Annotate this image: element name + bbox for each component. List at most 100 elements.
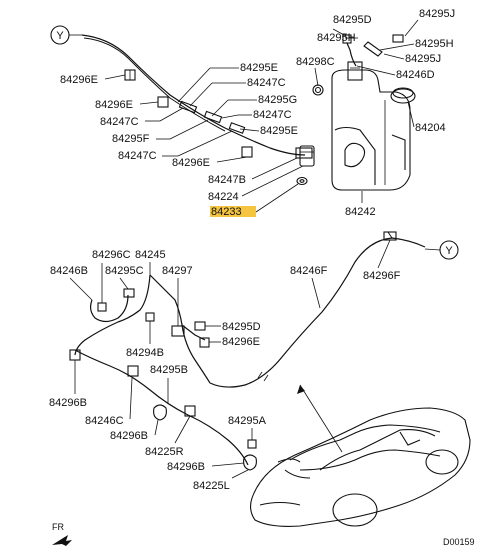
svg-text:84204: 84204: [415, 122, 446, 134]
label-84246D: 84246D: [356, 65, 435, 81]
svg-text:84295A: 84295A: [228, 415, 267, 427]
label-84246C: 84246C: [85, 377, 133, 427]
svg-text:84295B: 84295B: [150, 364, 188, 376]
label-84295C: 84295C: [101, 263, 144, 303]
label-84225R: 84225R: [145, 415, 191, 458]
svg-text:84296B: 84296B: [167, 461, 205, 473]
diagram-code: D00159: [443, 537, 475, 547]
svg-text:84295F: 84295F: [112, 133, 150, 145]
label-84296B-c: 84296B: [167, 461, 245, 473]
hose-clip-84296E-c: [241, 146, 253, 158]
svg-text:FR: FR: [52, 522, 64, 532]
check-valve-84247B: [295, 147, 313, 159]
label-84295B: 84295B: [150, 364, 188, 404]
svg-text:84225R: 84225R: [145, 446, 184, 458]
svg-text:84295E: 84295E: [260, 125, 298, 137]
nozzle-84225R: [153, 404, 167, 421]
svg-text:84233: 84233: [211, 206, 242, 218]
svg-text:84298C: 84298C: [296, 56, 335, 68]
svg-text:84295E: 84295E: [240, 62, 278, 74]
label-84295J: 84295J: [404, 8, 455, 37]
svg-text:84246C: 84246C: [85, 415, 124, 427]
level-sensor: [347, 61, 363, 81]
svg-text:84296F: 84296F: [363, 270, 401, 282]
clip-84295A: [247, 439, 257, 449]
label-84295G: 84295G: [211, 94, 297, 117]
svg-text:84247C: 84247C: [253, 109, 292, 121]
svg-text:84224: 84224: [208, 191, 239, 203]
label-84296B-a: 84296B: [49, 360, 87, 409]
svg-text:84246F: 84246F: [290, 265, 328, 277]
upper-washer-hose: [81, 34, 306, 156]
svg-text:84296B: 84296B: [49, 397, 87, 409]
hose-clip-84296E-b: [157, 96, 169, 108]
long-washer-hose-84246F: [209, 237, 426, 388]
washer-reservoir-84242: [331, 69, 411, 191]
label-84225L: 84225L: [193, 469, 249, 492]
svg-text:84245: 84245: [135, 249, 166, 261]
front-direction-indicator: FR: [52, 522, 72, 546]
label-84247C-d: 84247C: [118, 130, 233, 162]
grommet-84298C: [312, 84, 324, 96]
reservoir-cap-84204: [390, 87, 416, 104]
clip-84295J-a: [392, 34, 404, 43]
svg-text:84295C: 84295C: [105, 265, 144, 277]
grommet-84233: [296, 176, 308, 186]
label-84296E-a: 84296E: [60, 74, 126, 86]
label-84295F: 84295F: [112, 119, 209, 145]
label-84233-highlighted: 84233: [210, 183, 299, 218]
label-84298C: 84298C: [296, 56, 335, 87]
label-84295E-b: 84295E: [239, 125, 298, 137]
label-84224: 84224: [208, 165, 304, 203]
car-outline: [249, 407, 471, 527]
label-84295A: 84295A: [228, 415, 267, 440]
hose-84246C: [74, 349, 249, 466]
label-84296E-b: 84296E: [95, 99, 159, 111]
svg-text:84296E: 84296E: [172, 157, 210, 169]
svg-text:84295J: 84295J: [405, 53, 441, 65]
label-84245: 84245: [135, 249, 166, 275]
label-84296F: 84296F: [363, 239, 401, 282]
clip-84296B-b: [127, 365, 139, 377]
label-84295H-a: 84295H: [317, 28, 358, 44]
svg-text:84246B: 84246B: [50, 265, 88, 277]
clip-84296E-d: [199, 337, 210, 348]
clip-84295D-b: [194, 321, 206, 331]
nozzle-84225L: [243, 454, 257, 471]
label-84204: 84204: [407, 101, 446, 134]
clip-84296C: [97, 302, 107, 312]
svg-text:D00159: D00159: [443, 537, 475, 547]
svg-text:84246D: 84246D: [396, 69, 435, 81]
hose-84246D: [346, 42, 357, 67]
hose-clip-84296E-a: [124, 69, 136, 81]
label-84295H-b: 84295H: [379, 38, 454, 51]
label-84294B: 84294B: [126, 321, 164, 359]
svg-text:84296E: 84296E: [222, 336, 260, 348]
svg-text:84247B: 84247B: [208, 174, 246, 186]
svg-text:84296B: 84296B: [110, 430, 148, 442]
label-84246F: 84246F: [290, 265, 328, 309]
washer-pump-84224: [299, 145, 315, 167]
svg-text:84294B: 84294B: [126, 347, 164, 359]
clip-84295C: [123, 288, 135, 298]
label-84297: 84297: [162, 265, 193, 326]
svg-text:84297: 84297: [162, 265, 193, 277]
svg-text:84295D: 84295D: [333, 14, 372, 26]
svg-text:84295J: 84295J: [419, 8, 455, 20]
svg-text:84295H: 84295H: [415, 38, 454, 50]
hose-84245: [117, 274, 151, 323]
label-84296C: 84296C: [92, 249, 131, 261]
svg-text:Y: Y: [445, 245, 453, 257]
hose-84246B: [89, 294, 129, 323]
label-84296E-c: 84296E: [172, 156, 248, 169]
svg-text:Y: Y: [56, 30, 64, 42]
svg-text:84247C: 84247C: [247, 77, 286, 89]
label-84295D-top: 84295D: [333, 14, 372, 26]
connector-y-bottom: Y: [424, 240, 459, 260]
clip-84294B: [145, 312, 155, 322]
hose-break-mark: [257, 371, 269, 382]
label-84295J-b: 84295J: [383, 53, 441, 65]
svg-text:84296E: 84296E: [95, 99, 133, 111]
svg-text:84225L: 84225L: [193, 480, 230, 492]
label-84247C-c: 84247C: [100, 107, 184, 128]
